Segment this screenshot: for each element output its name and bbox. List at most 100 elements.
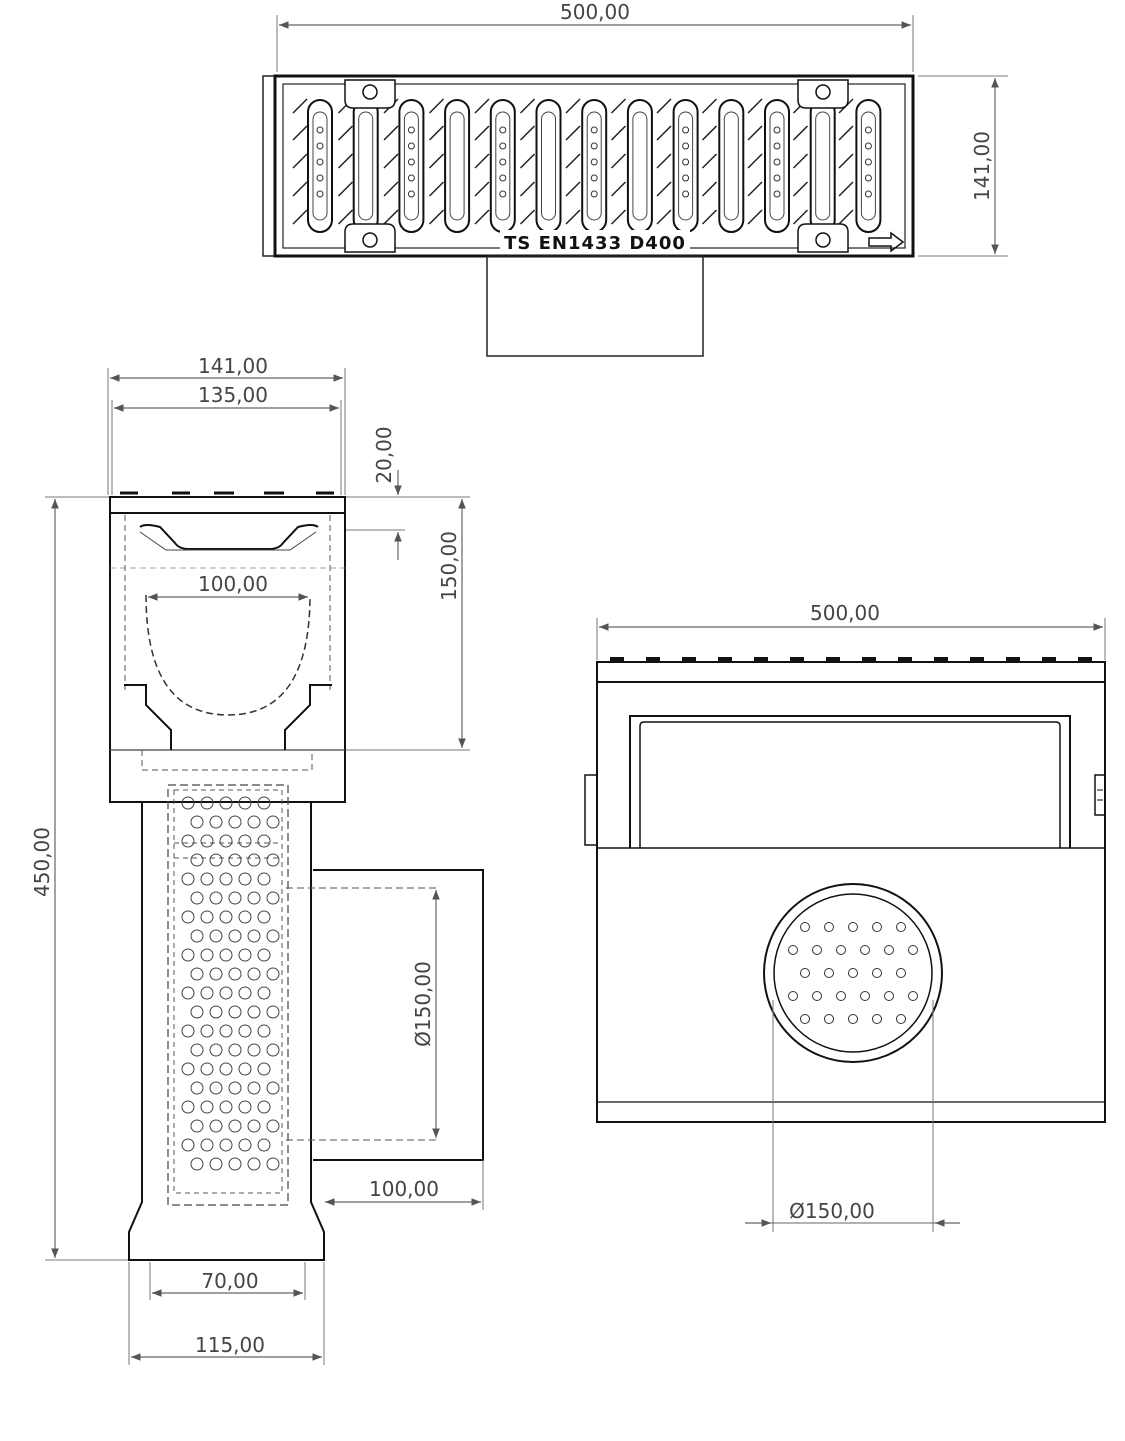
grate-hole (864, 158, 872, 166)
bucket-hole (266, 967, 280, 981)
outlet-hole (908, 991, 918, 1001)
bucket-hole (228, 1081, 242, 1095)
grate-hole (682, 158, 690, 166)
outlet-perforations (788, 922, 918, 1024)
grate-stamp-text: TS EN1433 D400 (504, 233, 686, 254)
top-outlet-stub (486, 255, 704, 357)
grate-slot-inner (312, 111, 328, 221)
bucket-hole (219, 910, 233, 924)
bucket-hole (190, 1081, 204, 1095)
outlet-hole (824, 968, 834, 978)
bucket-hole (266, 1157, 280, 1171)
outlet-hole (812, 991, 822, 1001)
grate-tooth (1042, 657, 1056, 662)
grate-edge-teeth (610, 657, 1092, 662)
bucket-hole (181, 872, 195, 886)
bucket-hole (266, 1081, 280, 1095)
corner-lug (344, 79, 396, 109)
bucket-hole (190, 891, 204, 905)
grate-tooth (1006, 657, 1020, 662)
bucket-hole (257, 834, 271, 848)
bucket-hole (257, 1062, 271, 1076)
side-outlet-pipe: Ø150,00 100,00 (286, 869, 484, 1210)
grate-hole (407, 142, 415, 150)
outlet-hole (908, 945, 918, 955)
grate-slot-inner (860, 111, 876, 221)
bucket-hole (209, 1043, 223, 1057)
grate-slot (626, 99, 653, 233)
grate-hole (316, 174, 324, 182)
bucket-hole (238, 948, 252, 962)
outlet-hole (884, 945, 894, 955)
bucket-hole (238, 986, 252, 1000)
side-basket-width-label: 70,00 (201, 1269, 258, 1293)
corner-lug (344, 223, 396, 253)
corner-lug (797, 223, 849, 253)
grate-hole (773, 158, 781, 166)
bucket-hole (228, 1043, 242, 1057)
grate-tooth (826, 657, 840, 662)
grate-slot (352, 99, 379, 233)
side-outer-width-dimension: 141,00 (107, 354, 346, 495)
side-outlet-length-label: 100,00 (369, 1177, 439, 1201)
grate-hatch (610, 98, 627, 225)
bucket-hole (247, 1119, 261, 1133)
bucket-hole (181, 948, 195, 962)
bucket-hole (247, 1157, 261, 1171)
bucket-hole (209, 815, 223, 829)
front-body: Ø150,00 (584, 657, 1106, 1232)
grate-hole (682, 142, 690, 150)
outlet-hole (896, 922, 906, 932)
bucket-hole (266, 815, 280, 829)
side-base-width-dimension: 115,00 (128, 1262, 325, 1365)
side-outlet-diameter-label: Ø150,00 (411, 961, 435, 1047)
outlet-hole (836, 991, 846, 1001)
grate-tooth (862, 657, 876, 662)
silt-bucket (128, 784, 325, 1261)
grate-tooth (646, 657, 660, 662)
bucket-hole (190, 815, 204, 829)
bucket-hole (247, 1005, 261, 1019)
channel-section: 100,00 (109, 491, 346, 803)
bucket-hole (228, 1157, 242, 1171)
bucket-hole (190, 1043, 204, 1057)
bucket-hole (181, 910, 195, 924)
grate-slot (672, 99, 699, 233)
bucket-hole (219, 834, 233, 848)
grate-hole (864, 174, 872, 182)
grate-tooth (934, 657, 948, 662)
outlet-hole (812, 945, 822, 955)
side-base-width-label: 115,00 (195, 1333, 265, 1357)
outlet-hole (872, 922, 882, 932)
grate-slot (444, 99, 471, 233)
bucket-hole (181, 1062, 195, 1076)
front-width-label: 500,00 (810, 601, 880, 625)
bucket-hole (257, 910, 271, 924)
bucket-hole (228, 891, 242, 905)
bucket-hole (266, 891, 280, 905)
grate-hole (590, 158, 598, 166)
grate-hole (316, 126, 324, 134)
side-body-depth-dimension: 150,00 (346, 496, 470, 751)
grate-tooth (970, 657, 984, 662)
bucket-hole (219, 872, 233, 886)
grate-hatch (428, 98, 445, 225)
grate-slot-inner (449, 111, 465, 221)
grate-hatch (565, 98, 581, 225)
bucket-hole (209, 1119, 223, 1133)
bucket-hole (190, 1119, 204, 1133)
front-outlet-diameter-label: Ø150,00 (789, 1199, 875, 1223)
grate-hole (773, 174, 781, 182)
bucket-hole (257, 948, 271, 962)
bucket-hole (238, 796, 252, 810)
bucket-hole (200, 910, 214, 924)
grate-slot-inner (678, 111, 694, 221)
grate-slot (855, 99, 882, 233)
grate-hole (407, 158, 415, 166)
grate-slot-inner (769, 111, 785, 221)
grate-hatch (337, 98, 354, 225)
bucket-hole (181, 1024, 195, 1038)
bucket-hole (257, 1138, 271, 1152)
outlet-hole (884, 991, 894, 1001)
outlet-hole (824, 1014, 834, 1024)
